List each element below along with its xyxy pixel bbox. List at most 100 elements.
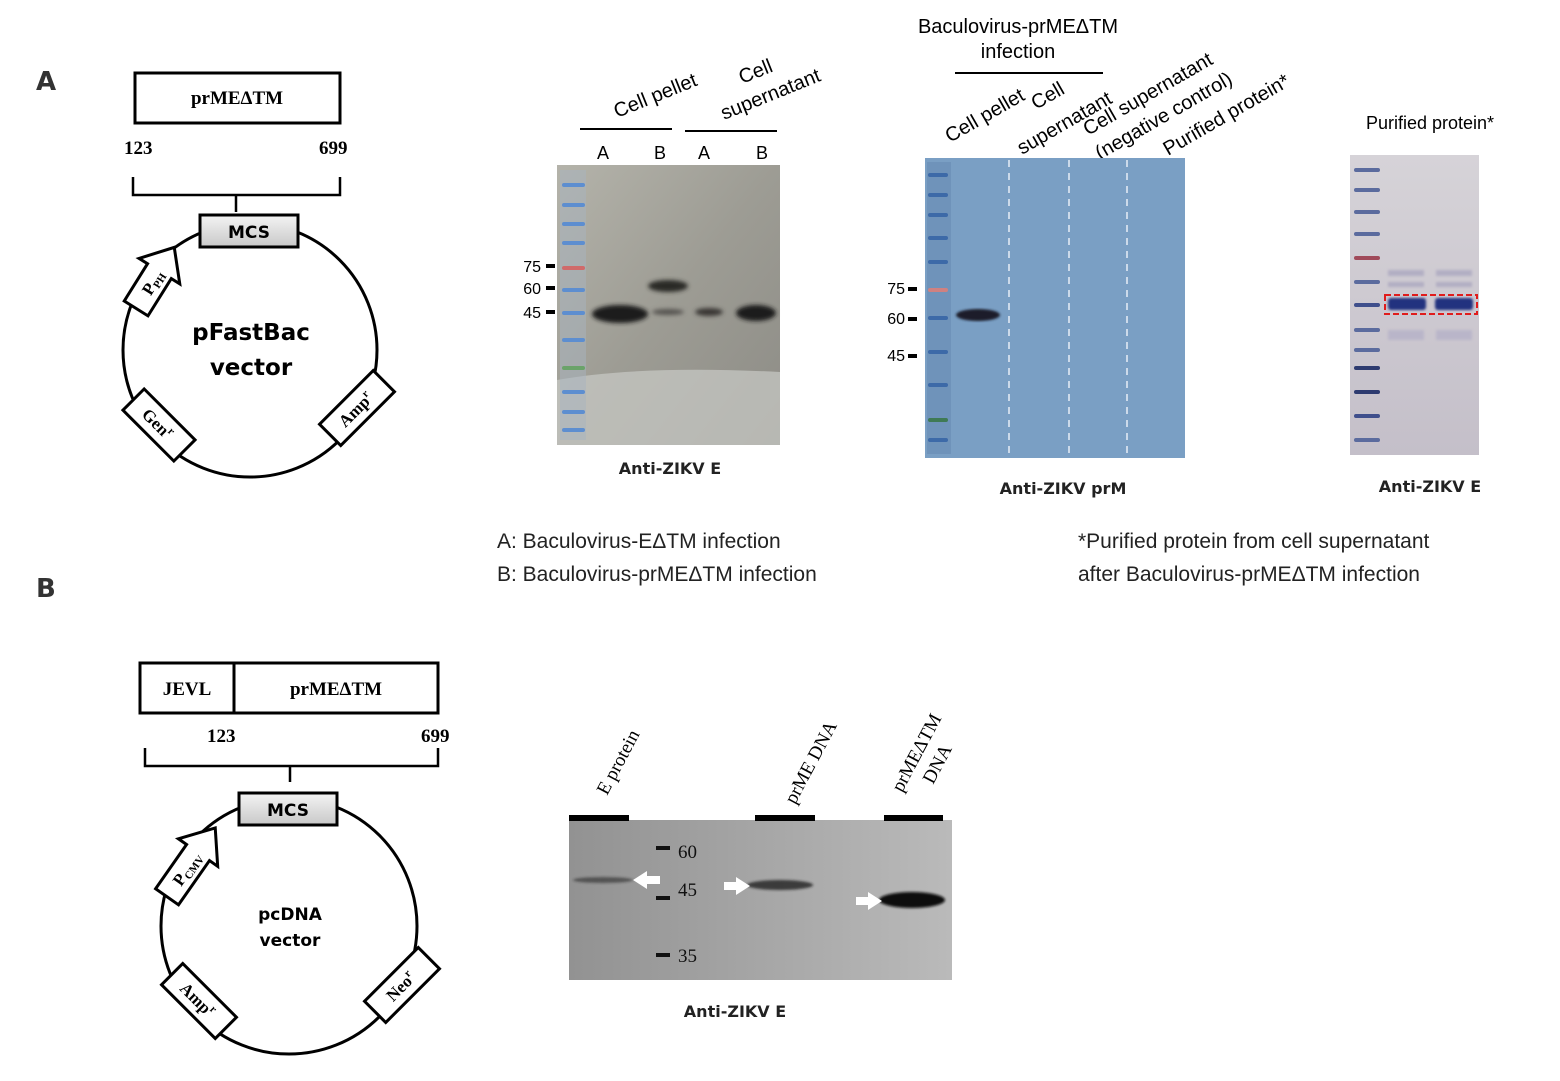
construct-b-end: 699	[421, 726, 450, 747]
blot1-bands	[592, 280, 776, 323]
construct-b-bracket	[143, 748, 440, 782]
blot2-mw-markers: 75 60 45	[887, 281, 917, 365]
blot1-band-lane2-60	[648, 280, 688, 292]
blot-b-bands	[573, 877, 945, 908]
legend-right: *Purified protein from cell supernatant …	[1078, 530, 1430, 586]
blot3-highlight-box	[1384, 294, 1478, 315]
panel-b: B JEVL prMEΔTM 123 699 MCS PCMV pcDNA ve…	[36, 574, 957, 1056]
mcs-b-label: MCS	[267, 801, 309, 821]
panel-a-label: A	[36, 67, 56, 97]
blot3-band-lane2	[1435, 298, 1473, 310]
construct-insert-label: prMEΔTM	[191, 88, 283, 109]
blot1-band-lane2-45	[652, 309, 684, 315]
blot3: Purified protein*	[1350, 113, 1494, 496]
blot-b-band-e-protein	[573, 877, 633, 883]
construct-b-box	[138, 661, 440, 715]
blot1-band-lane4	[736, 305, 776, 321]
arrow-prmedtm	[856, 892, 882, 910]
blot1: Cell pellet Cell supernatant A B A B	[523, 55, 824, 478]
blot1-mw-markers: 75 60 45	[523, 259, 555, 322]
blot-b-caption: Anti-ZIKV E	[684, 1002, 786, 1021]
panel-a-construct: prMEΔTM 123 699	[124, 71, 348, 212]
panel-b-construct: JEVL prMEΔTM 123 699	[138, 661, 450, 782]
blot1-caption: Anti-ZIKV E	[619, 459, 721, 478]
mcs-label: MCS	[228, 223, 270, 243]
blot-b-lane2-label: prME DNA	[781, 718, 842, 808]
neo-marker: Neor	[362, 945, 442, 1025]
arrow-e-protein	[633, 871, 660, 889]
construct-end: 699	[319, 138, 348, 159]
blot-b-band-prme	[747, 880, 813, 890]
blot2-header-line1: Baculovirus-prMEΔTM	[918, 16, 1118, 38]
blot2-membrane	[925, 158, 1185, 458]
vector-name-line1: pFastBac	[192, 320, 310, 346]
mcs-box	[198, 213, 300, 249]
vector-b-name-line1: pcDNA	[258, 905, 323, 925]
blot1-bottom-shade	[557, 369, 780, 445]
construct-b-insert: prMEΔTM	[290, 679, 382, 700]
construct-start: 123	[124, 138, 153, 159]
blot1-lane-2: B	[654, 143, 666, 163]
blot3-caption: Anti-ZIKV E	[1379, 477, 1481, 496]
legend-right-line1: *Purified protein from cell supernatant	[1078, 530, 1430, 553]
legend-left-line2: B: Baculovirus-prMEΔTM infection	[497, 563, 817, 586]
construct-bracket	[131, 177, 342, 212]
amp-marker: Ampr	[317, 368, 397, 448]
blot-b-lane1-bar	[569, 815, 629, 821]
legend-left: A: Baculovirus-EΔTM infection B: Baculov…	[497, 530, 817, 586]
blot3-band-lane1	[1388, 298, 1426, 310]
legend-left-line1: A: Baculovirus-EΔTM infection	[497, 530, 781, 553]
gen-marker: Genr	[120, 386, 198, 464]
blot2-mw-45: 45	[887, 348, 905, 365]
blot3-title: Purified protein*	[1366, 113, 1494, 133]
panel-b-label: B	[36, 574, 56, 604]
arrow-prme	[724, 877, 750, 895]
blot3-ladder-bands	[1354, 168, 1380, 442]
legend-right-line2: after Baculovirus-prMEΔTM infection	[1078, 563, 1420, 586]
blot2-mw-75: 75	[887, 281, 905, 298]
blot2-lane2-line1: Cell	[1028, 78, 1069, 114]
blot-b-lane2-bar	[755, 815, 815, 821]
construct-b-leader: JEVL	[163, 679, 212, 700]
blot2-header-line2: infection	[981, 41, 1056, 63]
blot3-main-bands	[1388, 298, 1473, 310]
blot-b-lane3-bar	[884, 815, 943, 821]
blot2-lane-dividers	[1008, 160, 1128, 456]
blot1-mw-45: 45	[523, 305, 541, 322]
amp-b-marker: Ampr	[159, 961, 239, 1041]
blot1-band-lane3	[695, 308, 723, 316]
promoter-arrow: PPH	[122, 245, 182, 318]
blot2-ladder-lane	[927, 162, 951, 454]
blot-b-band-prmedtm	[879, 892, 945, 908]
blot2: Baculovirus-prMEΔTM infection Cell pelle…	[887, 16, 1294, 498]
pcdna-plasmid: MCS PCMV pcDNA vector Ampr Neor	[153, 791, 442, 1056]
promoter-b-arrow: PCMV	[153, 825, 220, 907]
blot1-lane-3: A	[698, 143, 710, 163]
blot-b-arrows	[633, 871, 882, 910]
blot-b-mw-45: 45	[678, 880, 697, 901]
construct-b-start: 123	[207, 726, 236, 747]
blot-b-mw-markers: 60 45 35	[656, 842, 697, 967]
construct-box	[133, 71, 342, 125]
vector-name-line2: vector	[210, 355, 293, 381]
blot2-band-cell-pellet	[956, 309, 1000, 321]
blot2-caption: Anti-ZIKV prM	[1000, 479, 1127, 498]
blot1-mw-75: 75	[523, 259, 541, 276]
blot-b-mw-60: 60	[678, 842, 697, 863]
blot1-band-lane1	[592, 305, 648, 323]
mcs-b-box	[237, 791, 339, 827]
blot2-mw-60: 60	[887, 311, 905, 328]
blot1-mw-60: 60	[523, 281, 541, 298]
vector-b-name-line2: vector	[260, 931, 321, 951]
pfastbac-plasmid: MCS PPH pFastBac vector Genr Ampr	[120, 213, 397, 479]
blot1-ladder-lane	[560, 170, 586, 440]
blot2-ladder-bands	[928, 173, 948, 442]
blot-b-lane1-label: E protein	[593, 726, 645, 798]
blot1-group1-label: Cell pellet	[611, 69, 701, 122]
blot3-faint-bands	[1388, 270, 1472, 340]
blot-b-mw-35: 35	[678, 946, 697, 967]
panel-a: A prMEΔTM 123 699 MCS PPH pFastBac vecto…	[36, 16, 1494, 586]
blot1-lane-1: A	[597, 143, 609, 163]
blot1-ladder-bands	[562, 183, 585, 432]
